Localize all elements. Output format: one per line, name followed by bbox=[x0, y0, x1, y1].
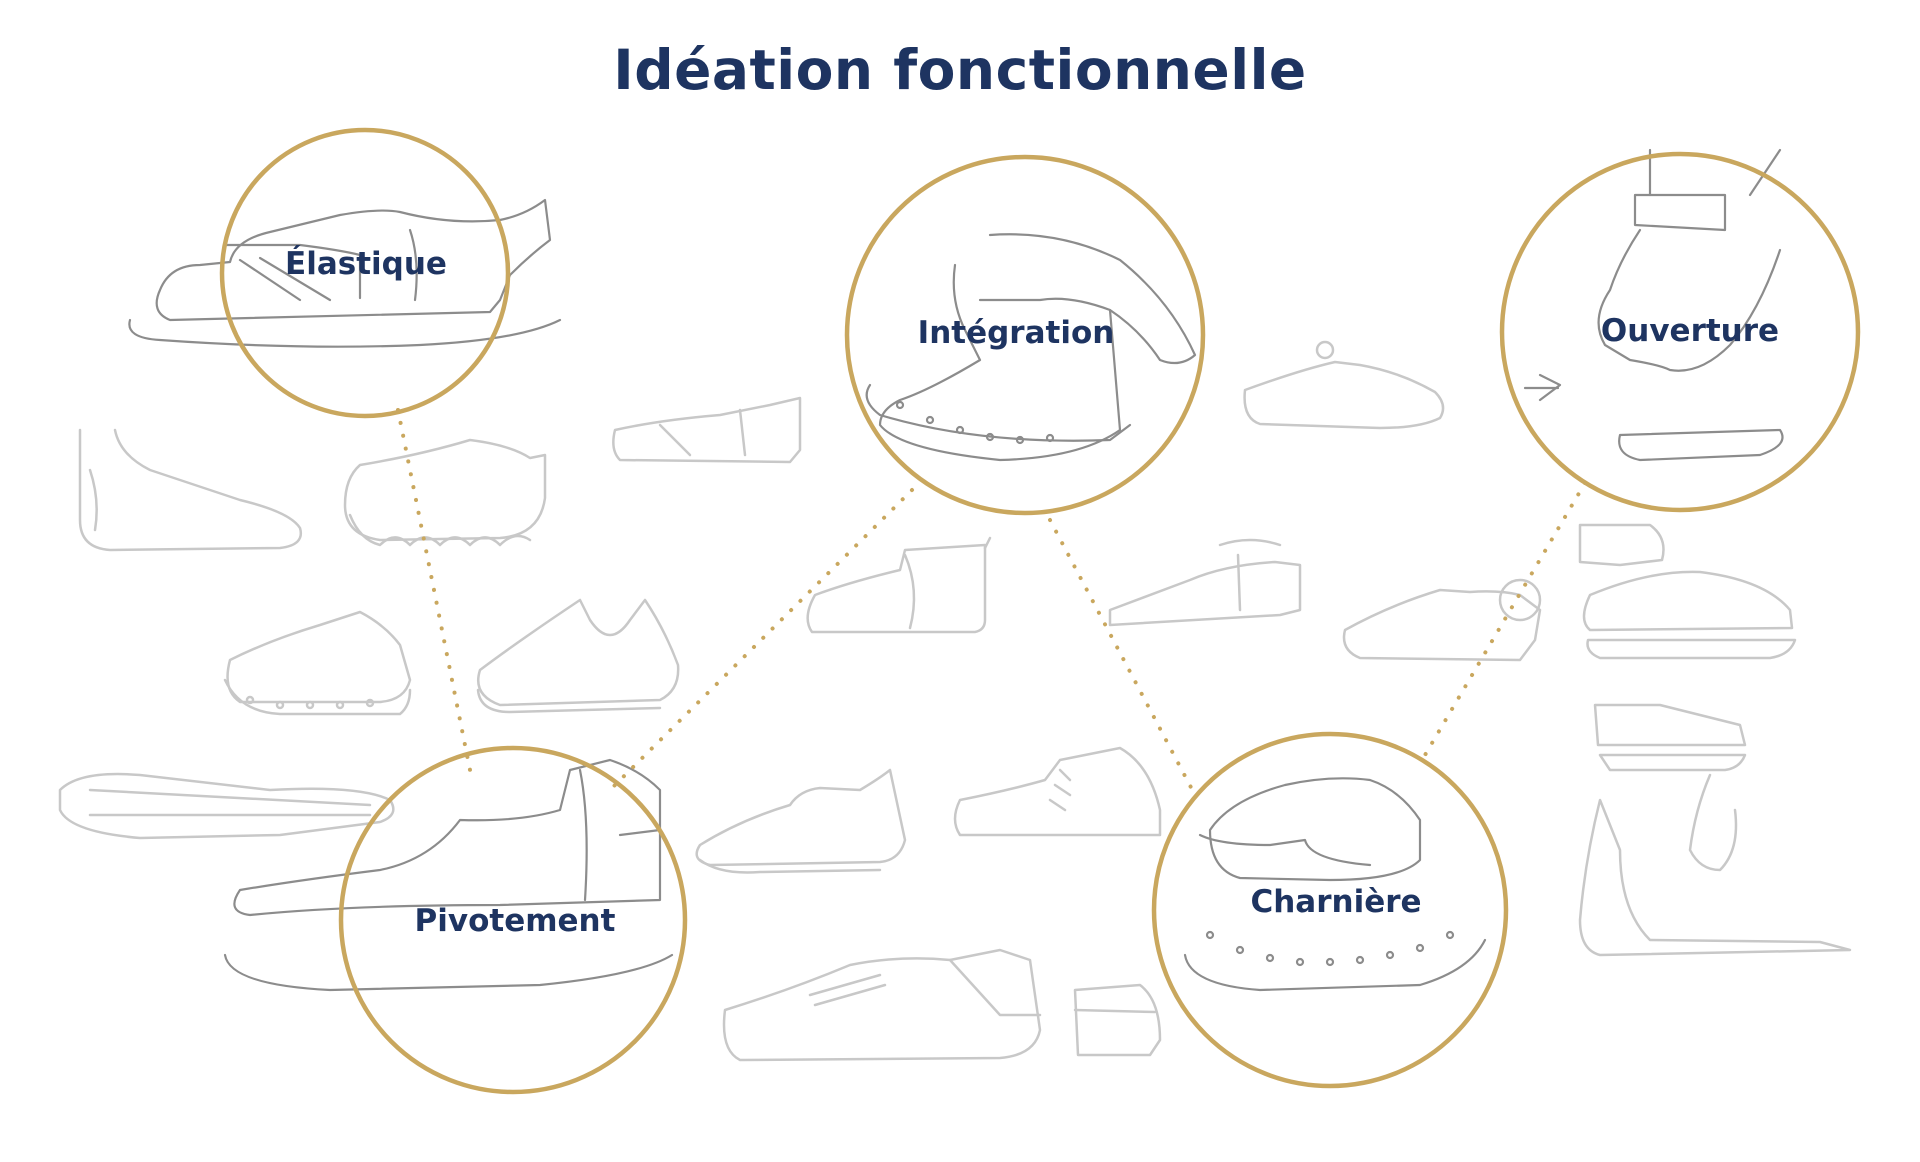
connector-integration-charniere bbox=[1048, 518, 1197, 797]
ring-charniere bbox=[1151, 731, 1509, 1089]
concept-label-pivotement: Pivotement bbox=[414, 903, 616, 939]
concept-label-charniere: Charnière bbox=[1250, 884, 1422, 920]
ring-ouverture bbox=[1499, 151, 1861, 513]
outsole-sketch bbox=[58, 772, 395, 840]
chelsea-boot-sketch bbox=[806, 536, 992, 634]
slip-on-sketch bbox=[343, 438, 547, 547]
sneaker-strap-sketch bbox=[223, 610, 412, 716]
ring-integration bbox=[844, 154, 1206, 516]
mule-sketch bbox=[1108, 538, 1302, 627]
page-title: Idéation fonctionnelle bbox=[613, 38, 1307, 102]
loafer-sketch bbox=[612, 396, 802, 464]
clog-sketch bbox=[1578, 523, 1797, 660]
ring-elastique bbox=[219, 127, 511, 419]
concept-label-integration: Intégration bbox=[917, 315, 1115, 351]
hinge-shoe-sketch bbox=[1183, 777, 1487, 992]
heel-cup-sketch bbox=[1073, 983, 1162, 1057]
connector-integration-pivotement bbox=[608, 488, 914, 792]
concept-label-ouverture: Ouverture bbox=[1600, 313, 1780, 349]
concept-label-elastique: Élastique bbox=[285, 246, 447, 282]
lace-shoe-sketch bbox=[722, 948, 1042, 1062]
connector-elastique-pivotement bbox=[396, 408, 472, 772]
boot-outline-sketch bbox=[78, 428, 303, 552]
insole-sketch bbox=[1578, 798, 1852, 957]
concept-rings bbox=[219, 127, 1861, 1095]
connector-ouverture-charniere bbox=[1423, 481, 1587, 757]
sandal-strap-sketch bbox=[1342, 578, 1542, 662]
desert-boot-sketch bbox=[953, 746, 1162, 837]
sock-shoe-sketch bbox=[476, 598, 680, 714]
background-sketches bbox=[58, 340, 1852, 1062]
ring-pivotement bbox=[338, 745, 688, 1095]
opening-heel-sketch bbox=[1523, 148, 1784, 462]
connectors bbox=[396, 408, 1587, 797]
integrated-heel-sketch bbox=[865, 233, 1197, 462]
knit-sneaker-sketch bbox=[695, 768, 907, 874]
sole-clip-sketch bbox=[1593, 703, 1747, 872]
moccasin-sketch bbox=[1243, 340, 1445, 430]
pivot-boot-sketch bbox=[223, 758, 674, 992]
